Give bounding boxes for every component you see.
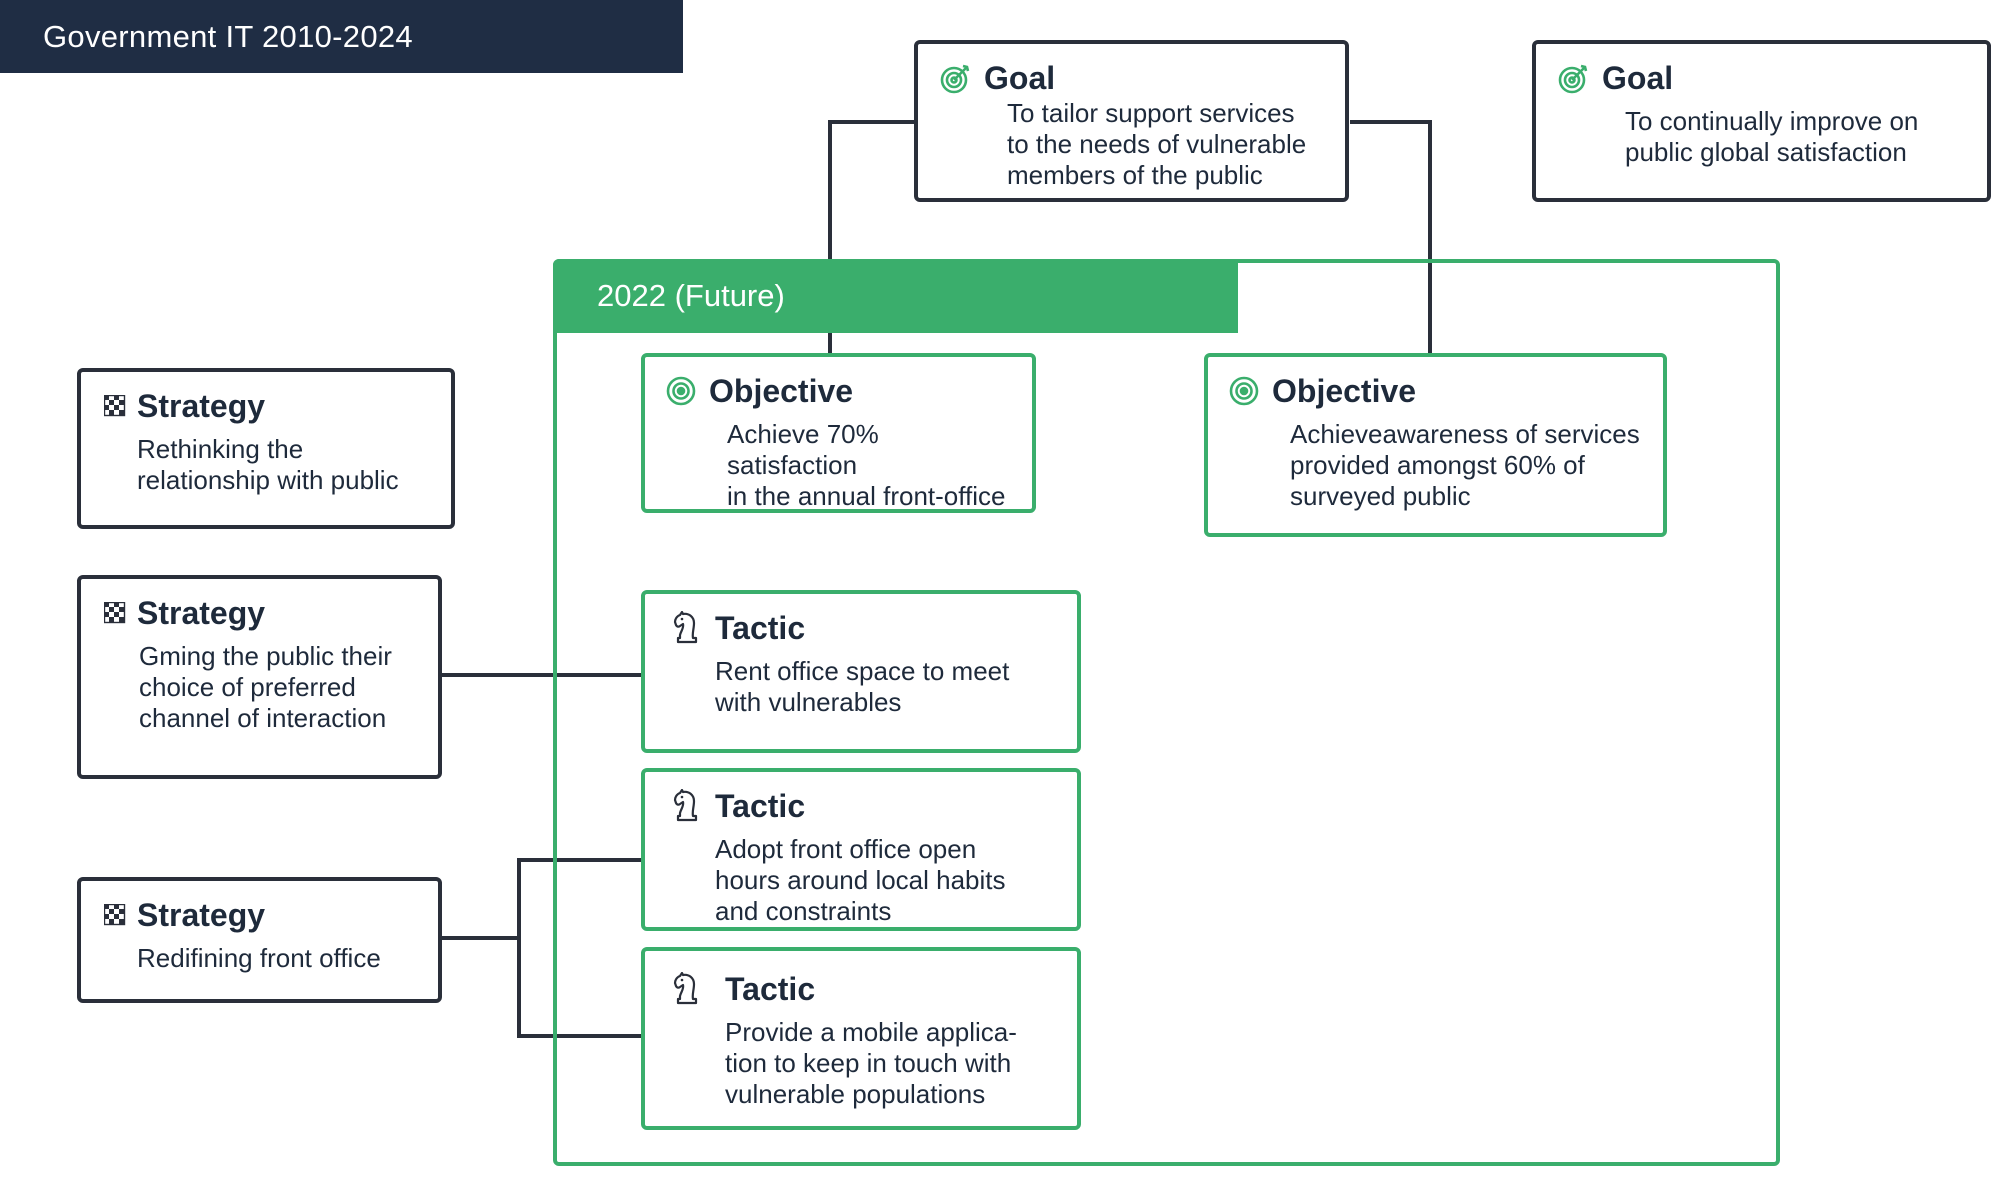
goal-text: To continually improve on public global … (1625, 106, 1919, 167)
tactic-card: Tactic Rent office space to meet with vu… (641, 590, 1081, 753)
objective-title: Objective (1272, 372, 1417, 409)
chess-knight-icon (669, 971, 705, 1007)
tactic-title: Tactic (725, 970, 816, 1007)
page-title: Government IT 2010-2024 (0, 0, 683, 73)
goal-text: To tailor support services to the needs … (1007, 98, 1307, 190)
tactic-card: Tactic Provide a mobile applica- tion to… (641, 947, 1081, 1130)
objective-card: Objective Achieveawareness of services p… (1204, 353, 1667, 537)
tactic-text: Adopt front office open hours around loc… (715, 834, 1006, 926)
tactic-card: Tactic Adopt front office open hours aro… (641, 768, 1081, 931)
goal-title: Goal (984, 59, 1056, 96)
objective-card: Objective Achieve 70% satisfaction in th… (641, 353, 1036, 513)
target-icon (1556, 60, 1592, 96)
chess-knight-icon (669, 610, 705, 646)
strategy-text: Gming the public their choice of preferr… (139, 641, 392, 733)
tactic-text: Rent office space to meet with vulnerabl… (715, 656, 1010, 717)
strategy-card: Strategy Redifining front office (77, 877, 442, 1003)
strategy-text: Rethinking the relationship with public (137, 434, 399, 495)
bullseye-icon (1226, 373, 1262, 409)
strategy-title: Strategy (137, 387, 266, 424)
tactic-title: Tactic (715, 787, 806, 824)
strategy-title: Strategy (137, 896, 266, 933)
objective-text: Achieve 70% satisfaction in the annual f… (727, 419, 1006, 511)
bullseye-icon (663, 373, 699, 409)
objective-text: Achieveawareness of services provided am… (1290, 419, 1640, 511)
goal-to-objective-right-line (1350, 120, 1432, 355)
strategy-card: Strategy Rethinking the relationship wit… (77, 368, 455, 529)
goal-card: Goal To tailor support services to the n… (914, 40, 1349, 202)
goal-title: Goal (1602, 59, 1674, 96)
strategy-title: Strategy (137, 594, 266, 631)
checker-icon (103, 595, 127, 631)
strategy-branch-line (517, 858, 641, 1038)
tactic-title: Tactic (715, 609, 806, 646)
future-section-label: 2022 (Future) (553, 259, 1238, 333)
objective-title: Objective (709, 372, 854, 409)
target-icon (938, 60, 974, 96)
checker-icon (103, 897, 127, 933)
strategy-card: Strategy Gming the public their choice o… (77, 575, 442, 779)
chess-knight-icon (669, 788, 705, 824)
tactic-text: Provide a mobile applica- tion to keep i… (725, 1017, 1017, 1109)
goal-card: Goal To continually improve on public gl… (1532, 40, 1991, 202)
strategy-text: Redifining front office (137, 943, 381, 973)
checker-icon (103, 388, 127, 424)
